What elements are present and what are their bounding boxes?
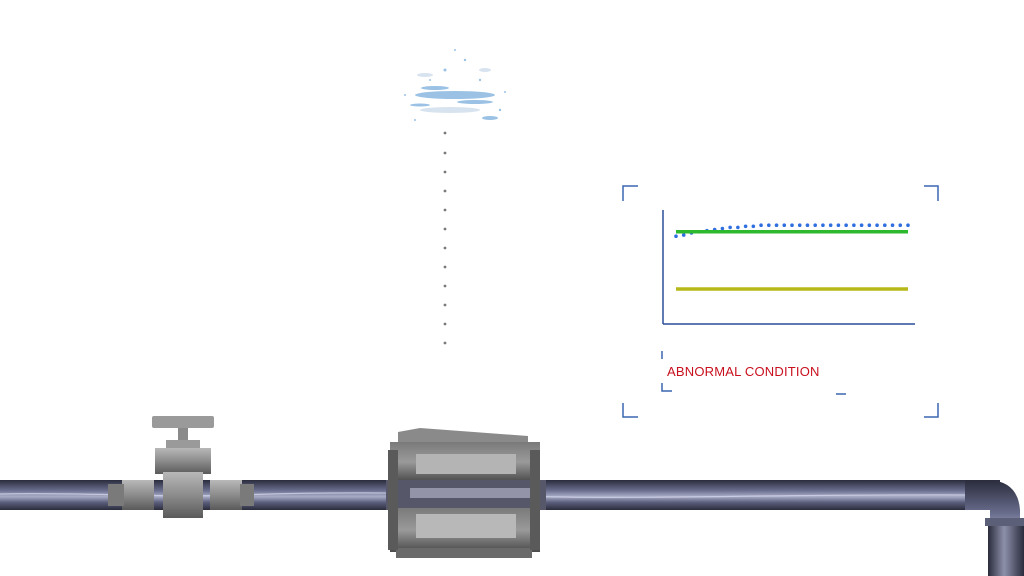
series-0-point (797, 223, 802, 227)
series-0-point (674, 234, 678, 238)
series-0-point (906, 223, 910, 227)
series-0-point (890, 223, 895, 227)
series-0-point (805, 223, 810, 227)
leak-trace-line (443, 131, 447, 345)
series-0-point (751, 224, 756, 229)
series-0-point (681, 233, 686, 237)
series-0-point (736, 225, 740, 230)
series-0-point (782, 223, 787, 227)
series-0-point (728, 225, 732, 230)
elbow-icon (965, 480, 1024, 576)
series-0-point (875, 223, 879, 227)
series-0-point (828, 223, 833, 227)
series-0-point (720, 226, 725, 231)
leak-spray-icon (404, 49, 506, 121)
series-0-point (743, 224, 748, 229)
series-0-point (774, 223, 779, 227)
series-0-point (790, 223, 794, 227)
series-0-point (767, 223, 771, 227)
series-0-point (813, 223, 817, 227)
series-0-point (883, 223, 887, 227)
series-0-point (852, 223, 856, 227)
flow-meter-icon (386, 428, 546, 558)
series-0-point (859, 223, 864, 227)
series-0-point (759, 223, 763, 227)
series-0-point (821, 223, 825, 227)
pipeline (0, 416, 1024, 576)
series-0-point (867, 223, 872, 227)
status-label: ABNORMAL CONDITION (667, 364, 820, 379)
series-0-point (898, 223, 903, 227)
monitor-frame (622, 185, 939, 418)
trend-chart (662, 210, 915, 325)
series-0-point (836, 223, 841, 227)
valve-icon (108, 416, 254, 518)
series-0-point (844, 223, 848, 227)
